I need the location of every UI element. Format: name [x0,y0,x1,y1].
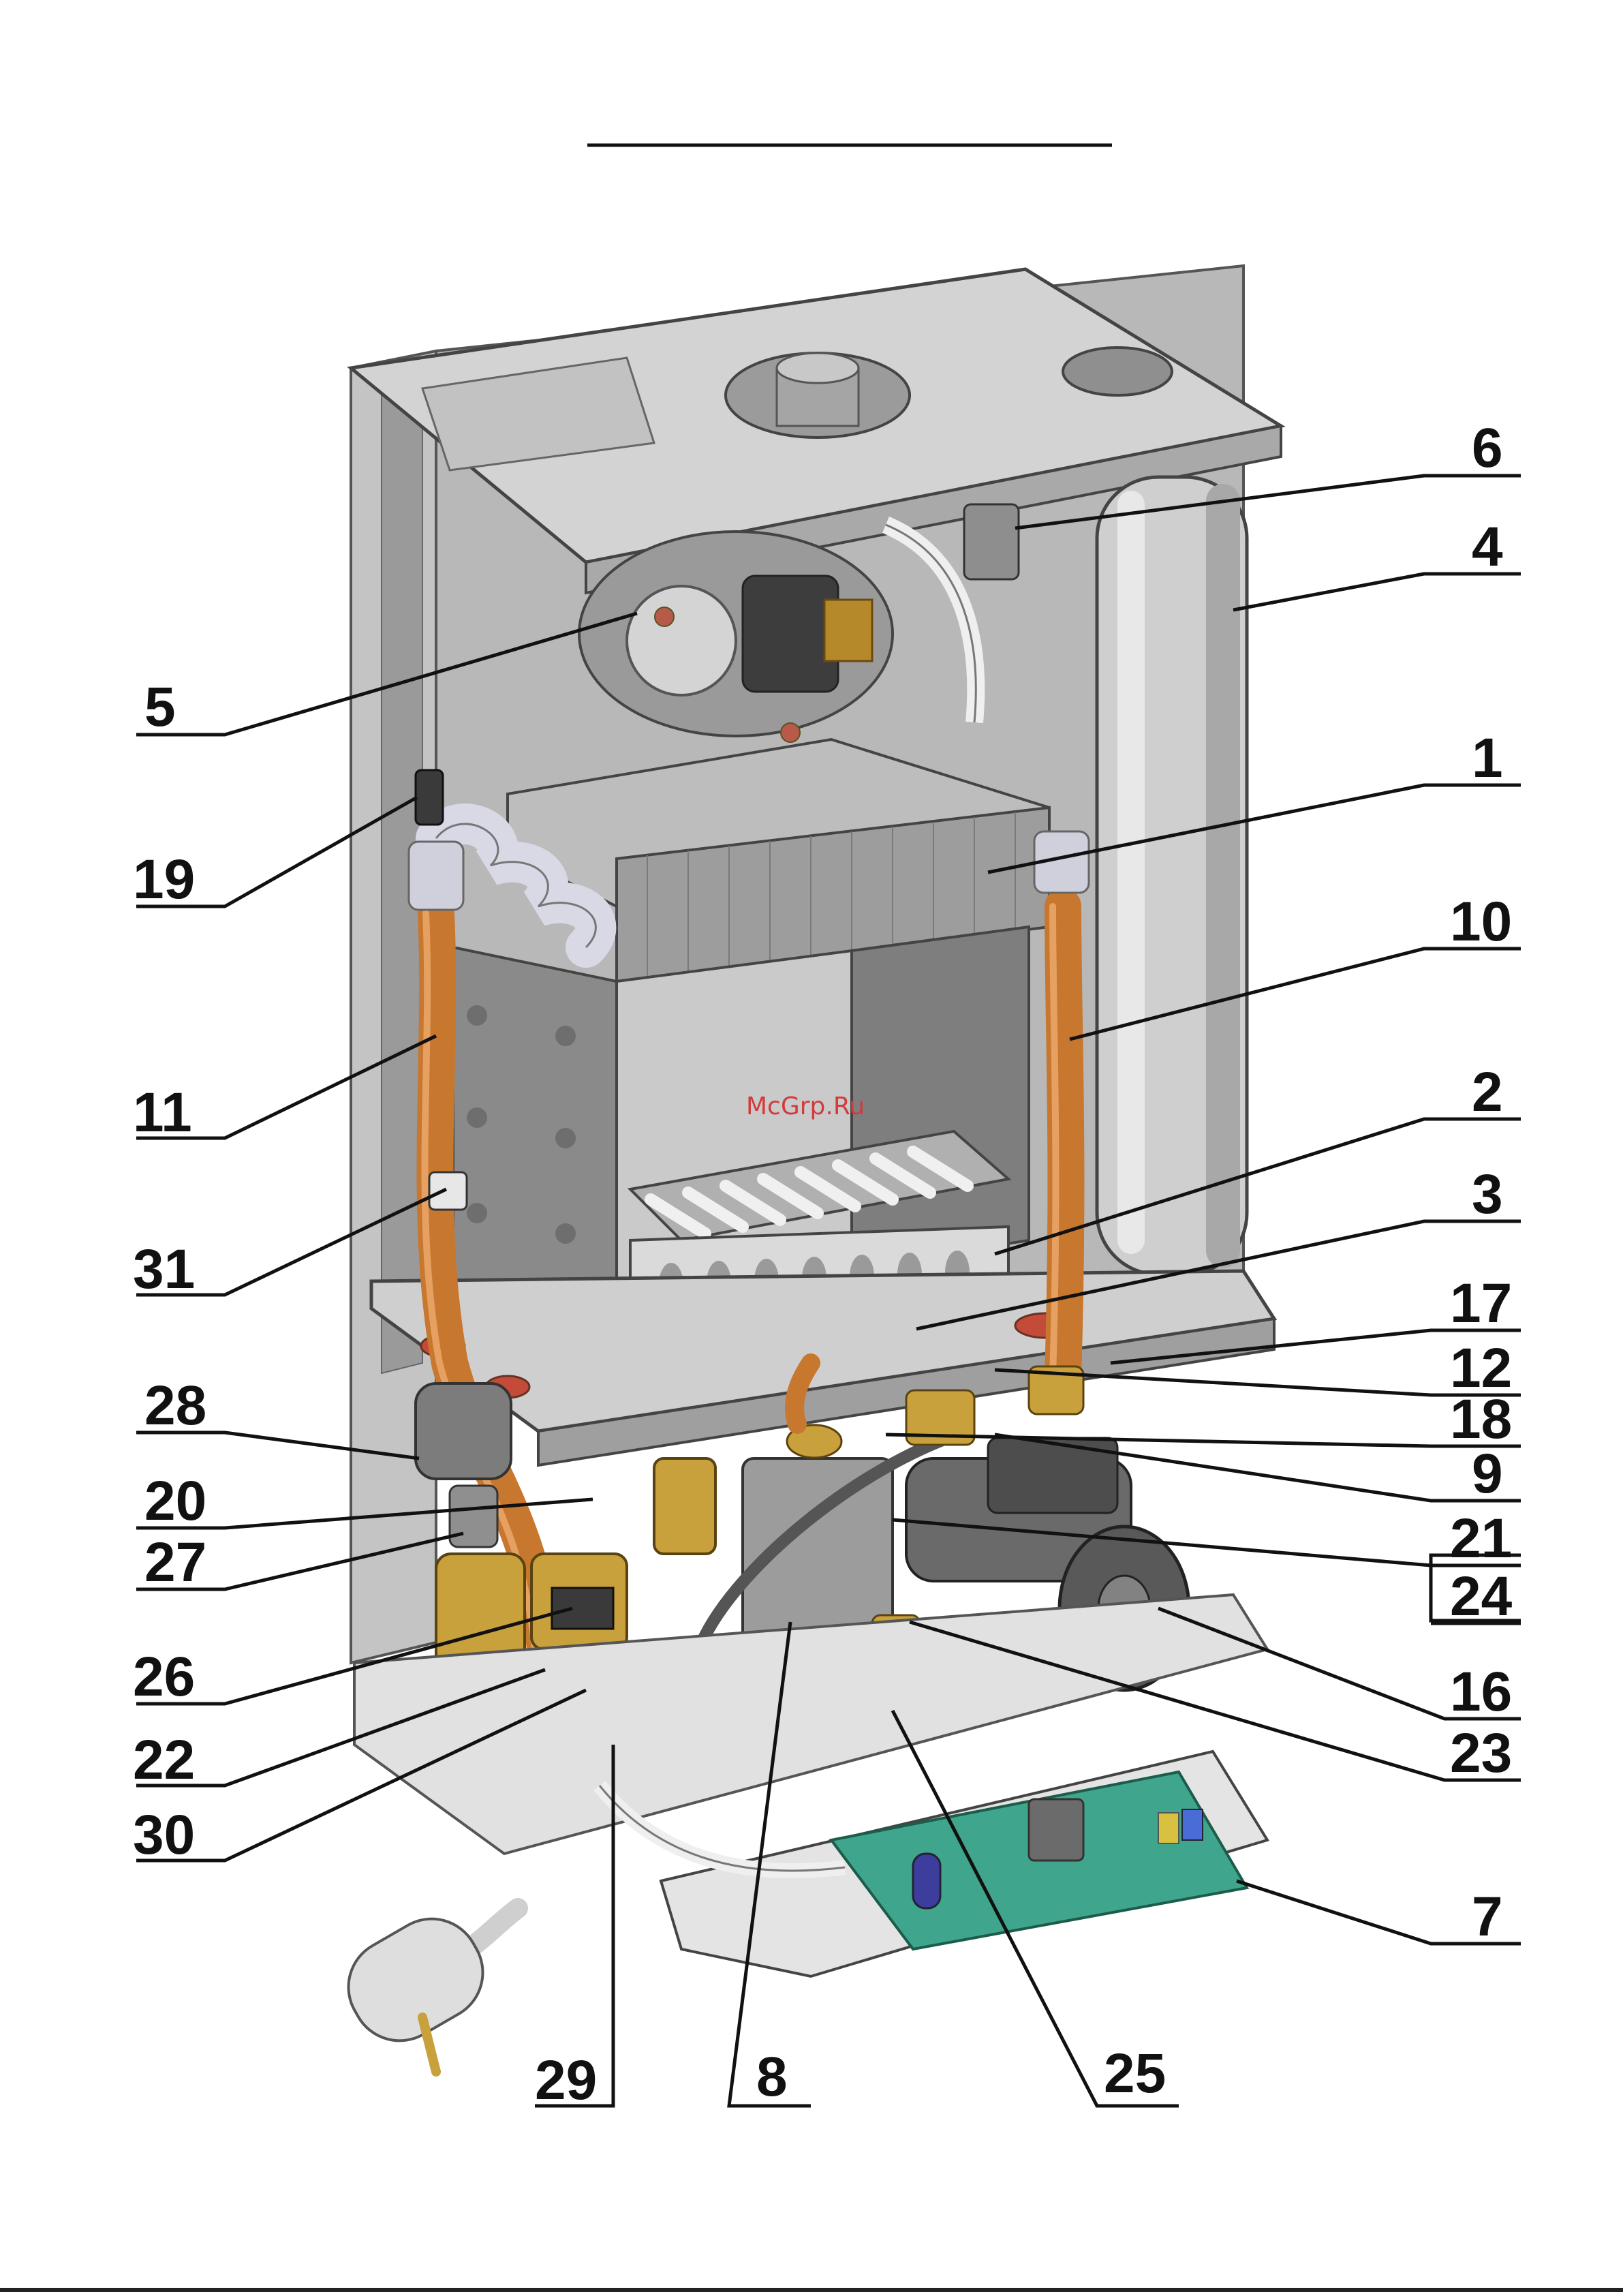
automatic-air-vent [416,1383,511,1479]
air-pressure-switch [964,504,1019,579]
callout-number-27: 27 [144,1531,206,1593]
combustion-chamber-side [453,947,617,1319]
flow-pipe-highlight [1053,906,1055,1377]
callout-number-23: 23 [1450,1722,1512,1784]
callout-number-1: 1 [1472,727,1503,789]
callout-number-18: 18 [1450,1388,1512,1450]
callout-number-17: 17 [1450,1272,1512,1334]
callout-number-10: 10 [1450,891,1512,953]
pcb-relay [1182,1809,1203,1840]
combustion-chamber-right [852,927,1029,1268]
callout-number-31: 31 [133,1238,195,1300]
diverter-valve-motor [552,1588,613,1629]
callout-number-11: 11 [133,1082,192,1144]
flue-collar-top [777,353,859,383]
fan-screw [781,723,800,742]
callout-number-7: 7 [1472,1886,1503,1948]
fan-screw [655,607,674,626]
pcb-transformer [1029,1799,1083,1861]
callout-number-22: 22 [133,1729,195,1791]
mains-plug [331,1901,500,2058]
callout-leader-18 [886,1435,1521,1446]
callout-number-4: 4 [1472,516,1503,578]
callout-number-26: 26 [133,1646,195,1708]
ntc-sensor [429,1172,467,1210]
callout-number-9: 9 [1472,1443,1503,1505]
callout-number-24: 24 [1450,1565,1513,1627]
callout-number-20: 20 [144,1470,206,1532]
callout-number-25: 25 [1104,2042,1166,2104]
callout-number-21: 21 [1450,1507,1512,1570]
watermark: McGrp.Ru [746,1092,865,1120]
fan-impeller-cover [627,586,736,695]
pressure-relief-valve [450,1486,497,1547]
expansion-vessel-shadow [1206,484,1240,1268]
callout-number-19: 19 [133,848,195,910]
safety-thermostat [416,770,443,825]
callout-number-5: 5 [144,676,176,738]
callout-number-8: 8 [756,2046,788,2108]
pcb-capacitor [913,1854,940,1908]
boiler-illustration: McGrp.Ru [331,266,1281,2072]
pcb-relay [1158,1813,1179,1843]
callout-number-28: 28 [144,1375,206,1437]
callout-number-2: 2 [1472,1061,1503,1123]
flow-pipe [1063,906,1066,1377]
callout-number-29: 29 [535,2049,597,2111]
callout-number-16: 16 [1450,1661,1512,1723]
fan-motor-coil [824,600,872,661]
return-pipe-fitting [409,842,463,910]
callout-leader-4 [1233,574,1521,610]
expansion-vessel-highlight [1117,491,1145,1254]
callout-number-3: 3 [1472,1163,1503,1225]
callout-number-6: 6 [1472,417,1503,479]
gas-valve-modulator [654,1458,715,1554]
air-intake-opening [1063,348,1172,395]
callout-number-30: 30 [133,1804,195,1866]
